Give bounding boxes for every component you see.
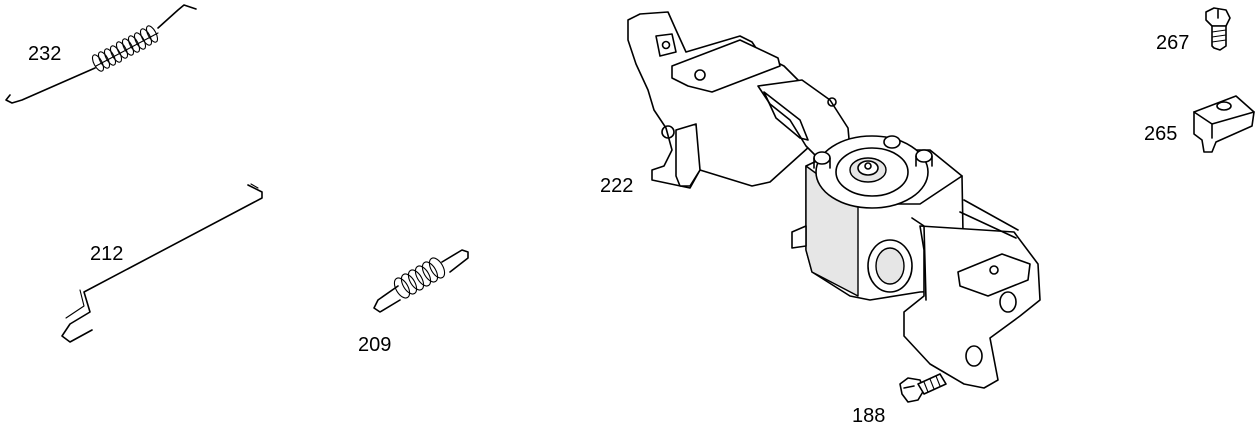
cable-clamp-icon [1193, 95, 1255, 153]
hex-bolt-icon [1205, 7, 1231, 51]
part-label-188: 188 [852, 405, 885, 427]
part-label-209: 209 [358, 334, 391, 356]
hex-flange-screw-icon [899, 373, 947, 403]
part-label-212: 212 [90, 243, 123, 265]
control-bracket-assembly-icon [627, 11, 1041, 389]
governor-link-rod-icon [61, 183, 263, 343]
part-label-265: 265 [1144, 123, 1177, 145]
part-label-222: 222 [600, 175, 633, 197]
part-label-232: 232 [28, 43, 61, 65]
extension-spring-short-icon [373, 249, 469, 313]
part-label-267: 267 [1156, 32, 1189, 54]
extension-spring-long-icon [5, 4, 197, 104]
